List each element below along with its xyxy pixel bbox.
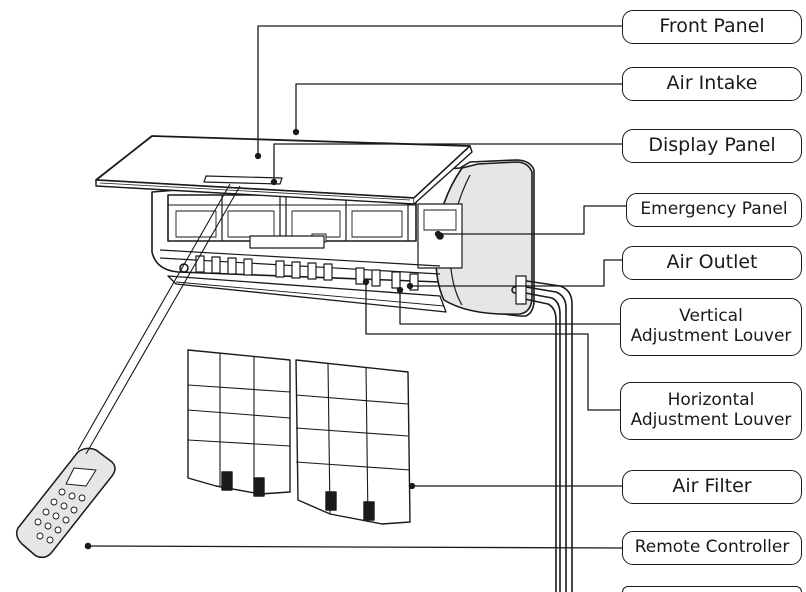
- callout-cutoff: [622, 586, 802, 592]
- callout-air-outlet: Air Outlet: [622, 246, 802, 280]
- remote-controller: [15, 447, 116, 559]
- callout-emergency-panel: Emergency Panel: [626, 193, 802, 227]
- front-panel: [95, 135, 473, 205]
- callout-air-intake: Air Intake: [622, 67, 802, 101]
- callout-label-line1: Horizontal: [667, 390, 755, 411]
- callout-display-panel: Display Panel: [622, 129, 802, 163]
- callout-label: Air Outlet: [666, 251, 758, 274]
- callout-label: Air Filter: [672, 475, 752, 498]
- callout-label: Front Panel: [659, 15, 765, 38]
- callout-front-panel: Front Panel: [622, 10, 802, 44]
- callout-label: Display Panel: [648, 134, 776, 157]
- callout-vertical-louver: Vertical Adjustment Louver: [620, 298, 802, 356]
- callout-remote-controller: Remote Controller: [622, 531, 802, 565]
- callout-horizontal-louver: Horizontal Adjustment Louver: [620, 382, 802, 440]
- callout-label-line2: Adjustment Louver: [630, 326, 792, 346]
- callout-air-filter: Air Filter: [622, 470, 802, 504]
- callout-label: Emergency Panel: [640, 199, 788, 220]
- callout-label-line2: Adjustment Louver: [630, 410, 792, 430]
- callout-label: Air Intake: [666, 72, 758, 95]
- leader-lines: [77, 25, 628, 549]
- callout-label: Remote Controller: [634, 537, 790, 558]
- indoor-unit: [151, 159, 535, 317]
- air-filter: [187, 349, 411, 525]
- callout-label-line1: Vertical: [679, 306, 743, 327]
